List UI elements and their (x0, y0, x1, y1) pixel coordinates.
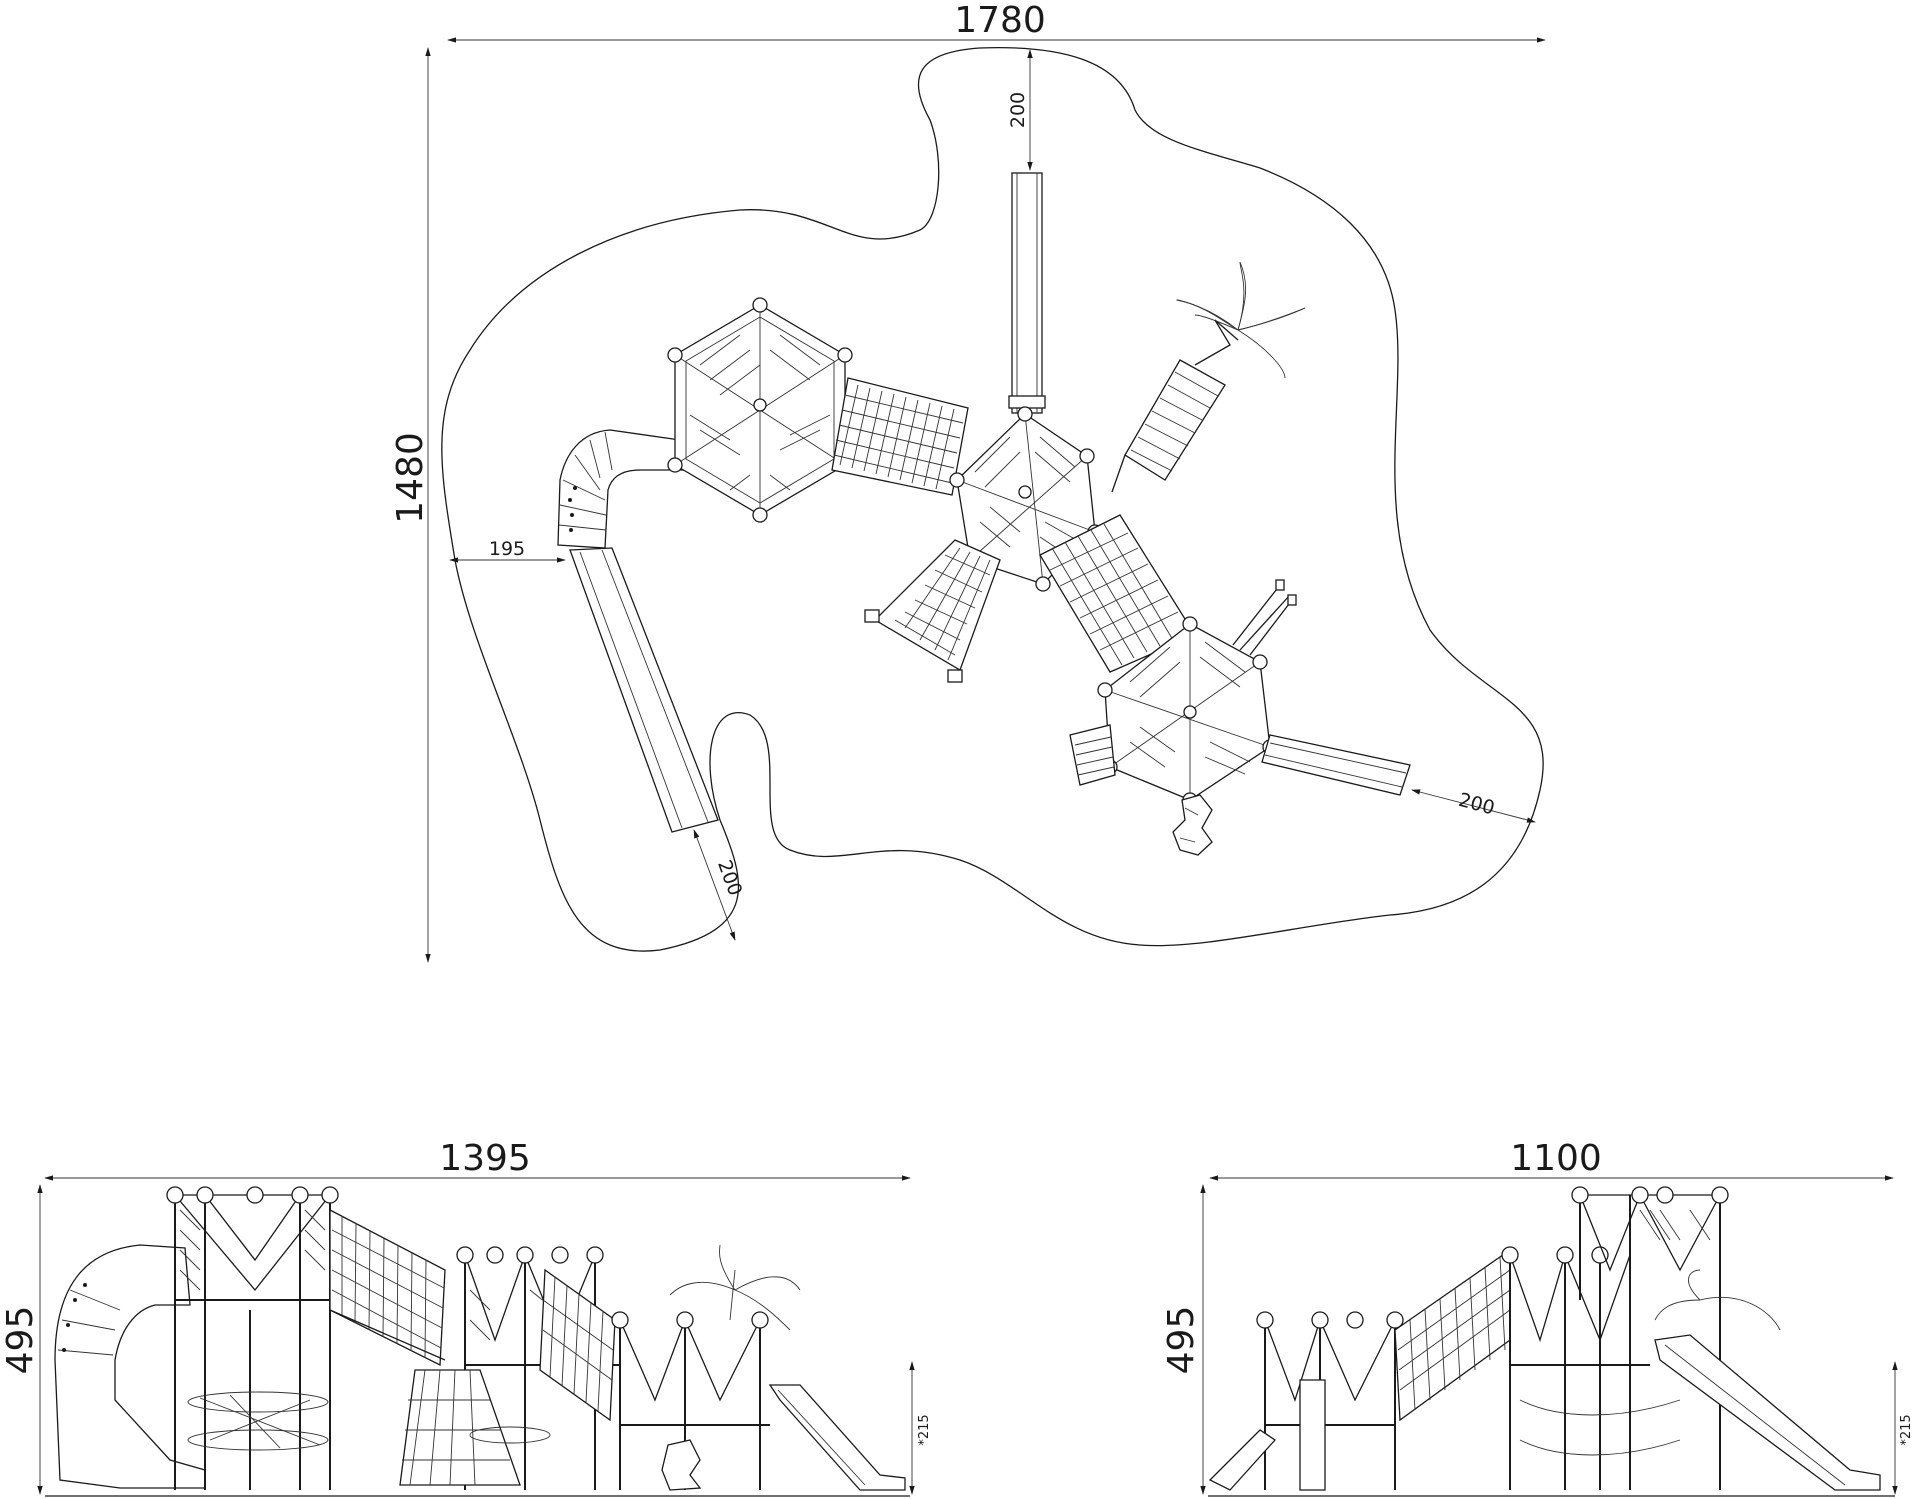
plan-left-clearance: 195 (489, 538, 525, 560)
front-elevation: 1100 495 *215 (1161, 1138, 1914, 1497)
tube-slide-left (557, 429, 719, 833)
side-net-bridge-2 (539, 1268, 616, 1422)
side-elevation: 1395 495 *215 (0, 1138, 932, 1497)
plan-view: 1780 1480 200 195 200 200 (390, 0, 1546, 963)
front-platform-height: *215 (1899, 1414, 1914, 1445)
side-width-label: 1395 (439, 1138, 531, 1179)
stair-tower-3 (1069, 724, 1116, 786)
net-bridge-1 (831, 377, 969, 496)
side-tower-1 (166, 1186, 339, 1490)
rock-climber (1172, 794, 1213, 856)
side-net-bridge (329, 1208, 446, 1367)
tower-2 (949, 406, 1103, 592)
front-net-bridge (1394, 1248, 1511, 1422)
tower-1 (667, 297, 853, 523)
side-tower-2 (399, 1246, 620, 1490)
side-height-label: 495 (0, 1306, 41, 1375)
palm-climber (1111, 261, 1306, 493)
top-slide (1008, 172, 1046, 414)
plan-dimensions: 1780 1480 200 195 200 200 (390, 0, 1546, 963)
plan-right-clearance: 200 (1456, 789, 1497, 820)
slide-right (1261, 734, 1411, 796)
plan-height-label: 1480 (390, 432, 431, 524)
front-width-label: 1100 (1510, 1138, 1602, 1179)
plan-bottom-clearance: 200 (713, 857, 746, 899)
side-platform-height: *215 (917, 1414, 932, 1445)
safety-zone-outline (441, 46, 1544, 952)
front-tower-middle (1501, 1246, 1681, 1490)
front-tower-right (1571, 1186, 1881, 1491)
fire-poles (1232, 579, 1297, 656)
front-height-label: 495 (1161, 1306, 1202, 1375)
climbing-ramp (864, 539, 1001, 683)
plan-width-label: 1780 (954, 0, 1046, 41)
side-tower-3 (611, 1244, 906, 1491)
plan-top-clearance: 200 (1007, 92, 1029, 128)
front-tower-left (1208, 1311, 1404, 1491)
